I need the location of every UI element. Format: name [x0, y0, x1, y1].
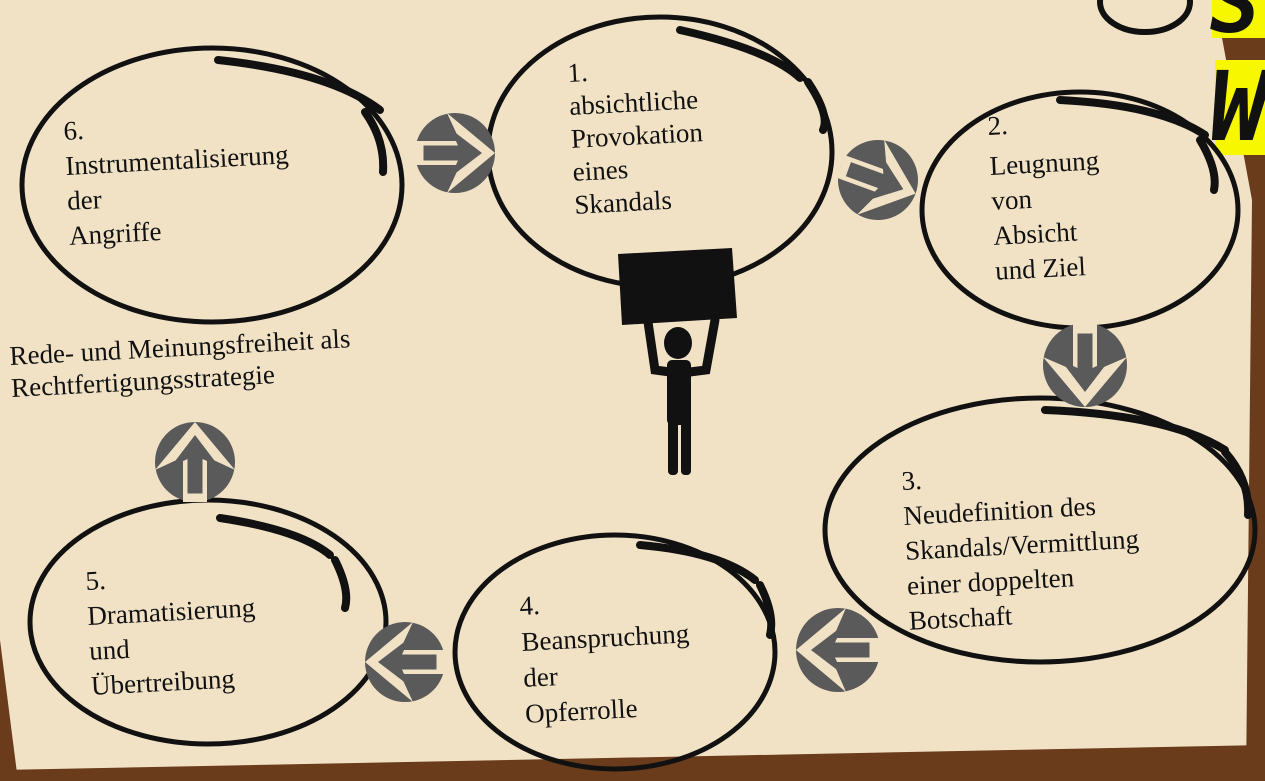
banner-letter-bottom: W	[1210, 51, 1265, 163]
step-2-number: 2.	[987, 110, 1009, 141]
step-4-number: 4.	[519, 590, 541, 621]
step-5-ellipse	[27, 497, 389, 747]
step-2-accent	[1056, 96, 1219, 194]
step-1-line-3: eines	[572, 154, 629, 187]
step-4-line-2: der	[523, 661, 559, 693]
arrow-down-icon	[1043, 323, 1127, 407]
arrow-right-icon	[415, 113, 495, 193]
step-4-accent	[636, 541, 776, 639]
step-2-line-4: und Ziel	[994, 251, 1086, 286]
step-3-ellipse	[822, 395, 1258, 665]
step-1-text: 1. absichtliche Provokation eines Skanda…	[567, 51, 714, 220]
step-6-line-2: der	[66, 184, 102, 216]
step-5-number: 5.	[85, 565, 107, 596]
step-1-line-1: absichtliche	[568, 84, 698, 121]
protest-figure-icon	[618, 248, 737, 475]
step-1-line-4: Skandals	[574, 185, 673, 220]
arrow-left-icon	[365, 622, 445, 702]
step-2-text: 2. Leugnung von Absicht und Ziel	[987, 105, 1112, 286]
step-6-accent	[214, 56, 388, 176]
step-4-line-3: Opferrolle	[524, 693, 638, 729]
step-2-line-3: Absicht	[993, 216, 1079, 250]
corner-banner: S W	[1097, 0, 1265, 163]
arrow-left-icon	[796, 608, 880, 692]
step-5-line-2: und	[88, 634, 131, 666]
step-6-ellipse	[19, 45, 405, 325]
step-6-number: 6.	[63, 115, 85, 146]
banner-letter-top: S	[1210, 0, 1261, 52]
frame-left	[0, 640, 18, 781]
step-4-text: 4. Beanspruchung der Opferrolle	[519, 582, 701, 729]
arrow-right-icon	[836, 139, 918, 220]
step-1-number: 1.	[567, 57, 589, 88]
arrow-up-icon	[155, 422, 235, 502]
frame-right	[1215, 0, 1265, 781]
step-2-line-2: von	[991, 184, 1034, 216]
step-1-accent	[676, 26, 829, 134]
step-3-line-4: Botschaft	[908, 600, 1013, 635]
step-6-line-3: Angriffe	[68, 216, 162, 251]
step-3-number: 3.	[901, 465, 923, 496]
step-3-accent	[1041, 406, 1253, 519]
step-1-line-2: Provokation	[570, 117, 704, 154]
frame-bottom	[0, 745, 1265, 781]
step-5-accent	[216, 514, 351, 612]
step-2-line-1: Leugnung	[989, 145, 1100, 181]
step-4-ellipse	[452, 532, 778, 772]
